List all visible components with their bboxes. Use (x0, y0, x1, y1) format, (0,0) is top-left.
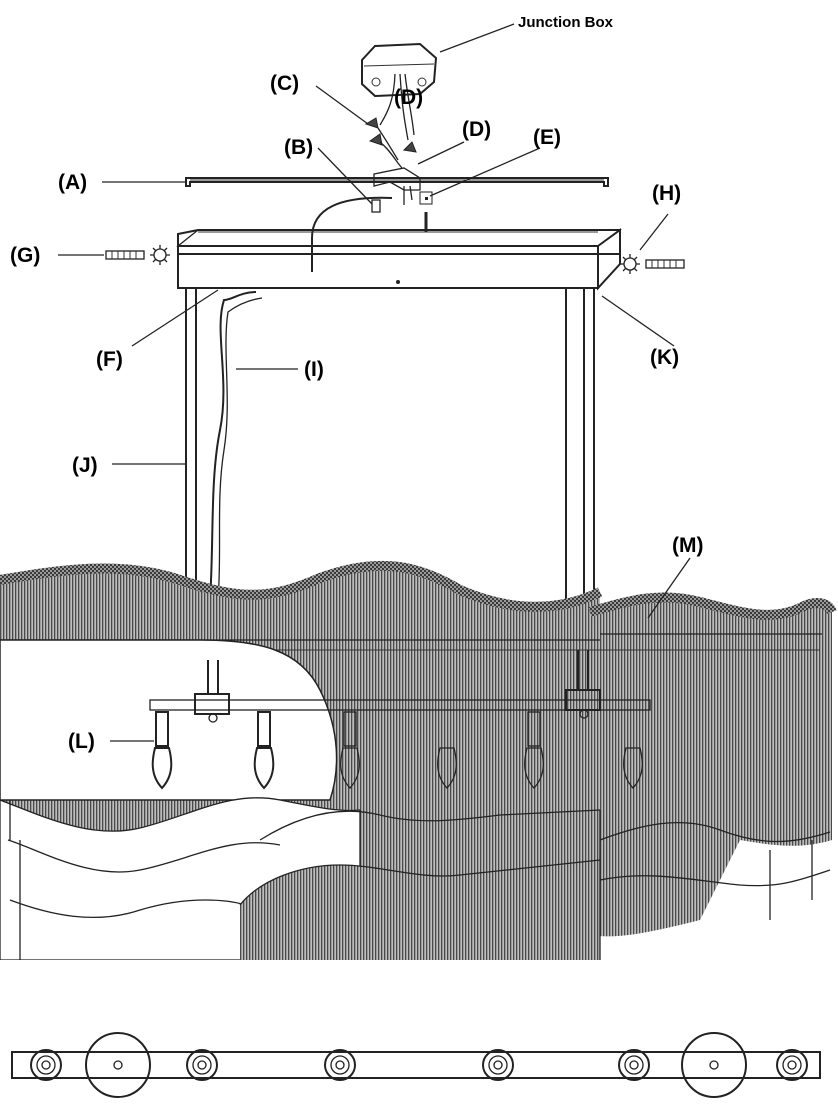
lock-nut-icon (105, 245, 170, 265)
leader-lines (58, 23, 691, 742)
label-d-lower: (D) (462, 118, 491, 141)
socket-cup-icon (776, 1049, 808, 1081)
label-b: (B) (284, 136, 313, 159)
label-m: (M) (672, 534, 703, 557)
suspension-rods (185, 288, 595, 600)
fixture-arm (149, 650, 651, 723)
canopy (176, 228, 622, 291)
socket-cup-icon (186, 1049, 218, 1081)
label-i: (I) (304, 358, 324, 381)
label-f: (F) (96, 348, 123, 371)
label-g: (G) (10, 244, 40, 267)
label-k: (K) (650, 346, 679, 369)
label-junction-box: Junction Box (518, 14, 614, 31)
label-l: (L) (68, 730, 95, 753)
label-j: (J) (72, 454, 98, 477)
label-d-upper: (D) (394, 86, 423, 109)
shade-lower-layers (0, 797, 831, 961)
bulb-icon (437, 747, 457, 789)
label-e: (E) (533, 126, 561, 149)
wire-nut-icon (364, 117, 417, 153)
bulb-icon (151, 711, 173, 790)
label-c: (C) (270, 72, 299, 95)
mounting-hardware (371, 167, 433, 232)
socket-cup-icon (30, 1049, 62, 1081)
crossbar-bracket (185, 177, 609, 187)
junction-box-icon (361, 42, 438, 141)
bulb-icon (340, 711, 360, 789)
bulb-icon (253, 711, 275, 790)
bottom-view-strip (11, 1032, 821, 1098)
label-a: (A) (58, 171, 87, 194)
label-h: (H) (652, 182, 681, 205)
socket-cup-icon (324, 1049, 356, 1081)
fixture-wire (208, 291, 257, 661)
socket-cup-icon (482, 1049, 514, 1081)
lock-nut-icon (620, 254, 685, 274)
bulb-icon (623, 747, 643, 789)
socket-cup-icon (618, 1049, 650, 1081)
bulb-icon (524, 711, 544, 789)
